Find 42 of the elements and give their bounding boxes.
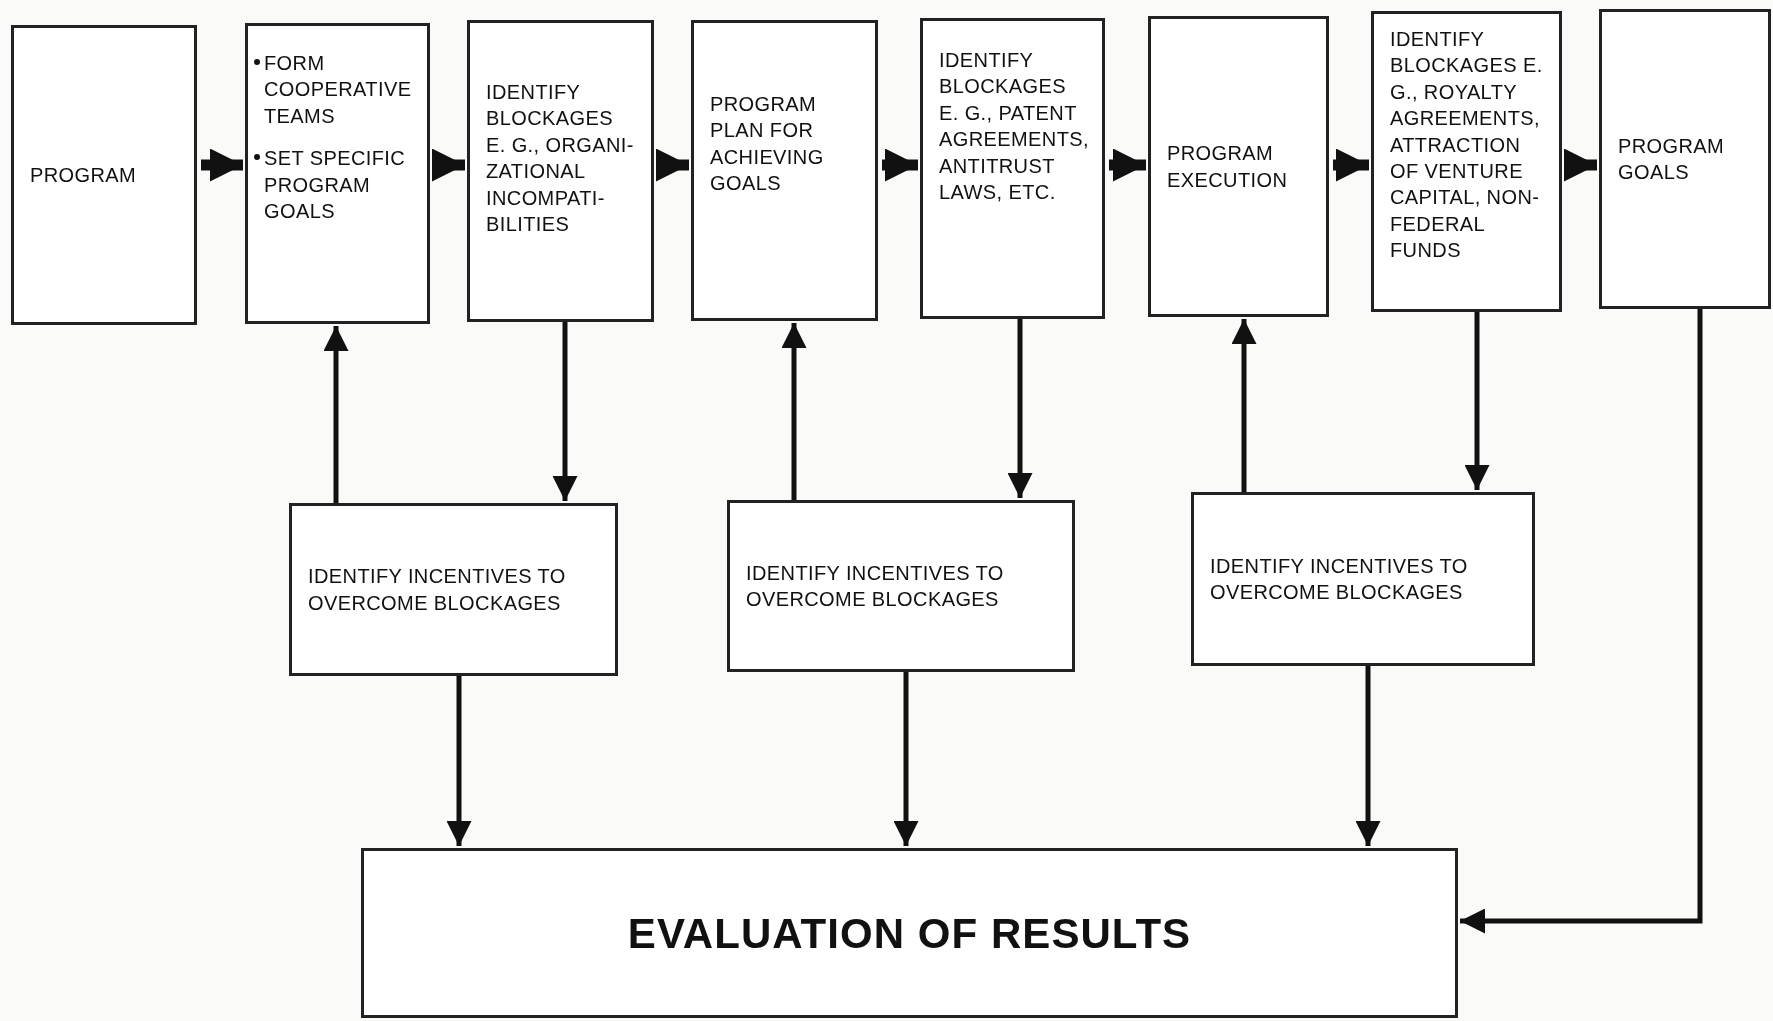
arrow (1109, 148, 1146, 182)
box-text: IDENTIFY BLOCKAGES E. G., PATENT AGREEMENTS, ANTITRUST LAWS, ETC. (939, 48, 1086, 205)
box-text: PROGRAM (30, 162, 138, 188)
box-text: IDENTIFY BLOCKAGES E. G., ORGANI- ZATIONAL INCOMPATI- BILITIES (486, 80, 635, 237)
arrow (201, 148, 243, 182)
process-box (727, 500, 1075, 672)
arrow (1007, 319, 1033, 498)
process-box (467, 20, 654, 322)
box-text: PROGRAM GOALS (1618, 133, 1726, 185)
process-box (920, 18, 1105, 319)
arrow (323, 326, 349, 503)
arrow (882, 148, 918, 182)
process-box (245, 23, 430, 324)
arrow (1355, 666, 1381, 846)
box-text: PROGRAM EXECUTION (1167, 141, 1289, 193)
arrow (432, 148, 465, 182)
box-text: PROGRAM PLAN FOR ACHIEVING GOALS (710, 92, 825, 197)
process-box (289, 503, 618, 676)
arrow (656, 148, 689, 182)
box-text: FORM COOPERATIVE TEAMS (264, 51, 411, 129)
process-box (1599, 9, 1771, 309)
box-text: IDENTIFY INCENTIVES TO OVERCOME BLOCKAGES (746, 560, 1005, 612)
arrow (1333, 148, 1369, 182)
result-box (361, 848, 1458, 1018)
arrow (1464, 312, 1490, 490)
box-text: IDENTIFY INCENTIVES TO OVERCOME BLOCKAGES (308, 564, 567, 616)
arrow (1231, 319, 1257, 492)
process-box (11, 25, 197, 325)
box-text: SET SPECIFIC PROGRAM GOALS (264, 146, 407, 224)
arrow (1564, 148, 1597, 182)
process-box (691, 20, 878, 321)
process-box (1371, 11, 1562, 312)
process-box (1191, 492, 1535, 666)
arrow (1460, 309, 1703, 934)
arrow (781, 323, 807, 500)
process-box (1148, 16, 1329, 317)
arrow (552, 322, 578, 501)
arrow (893, 672, 919, 846)
result-title: EVALUATION OF RESULTS (627, 908, 1192, 959)
box-text: IDENTIFY INCENTIVES TO OVERCOME BLOCKAGES (1210, 553, 1469, 605)
arrow (446, 676, 472, 846)
box-text: IDENTIFY BLOCKAGES E. G., ROYALTY AGREEMENTS, ATTRACTION OF VENTURE CAPITAL, NON-FEDERAL FUNDS (1390, 27, 1543, 264)
